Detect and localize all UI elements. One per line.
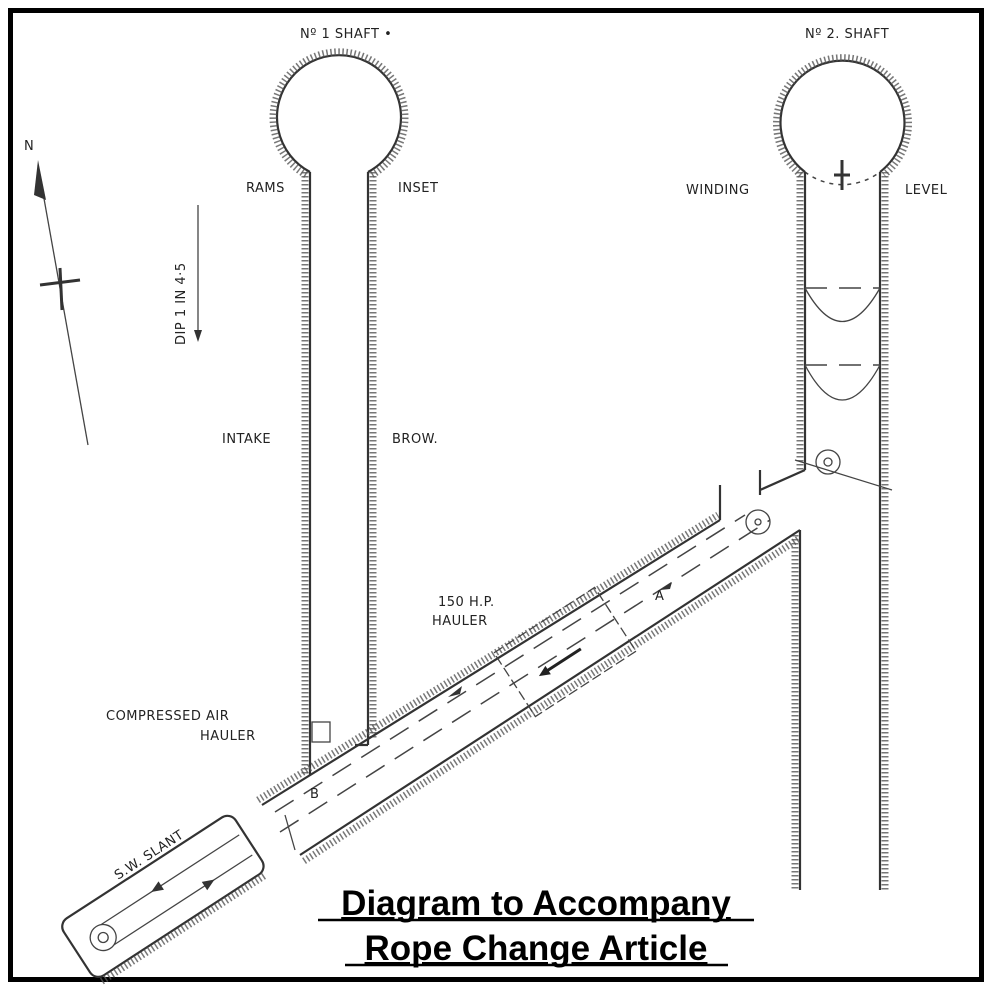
compressed-air-label-line2: HAULER [200, 729, 256, 744]
brow-label: BROW. [392, 432, 438, 447]
shaft-2-label: Nº 2. SHAFT [805, 27, 889, 42]
point-b-label: B [310, 787, 319, 802]
level-label: LEVEL [905, 183, 948, 198]
winding-label: WINDING [686, 183, 750, 198]
hauler-150hp-box [493, 586, 637, 718]
north-arrow-icon [34, 160, 89, 446]
diagram-frame [8, 8, 984, 982]
shaft-2 [773, 54, 912, 890]
intake-label: INTAKE [222, 432, 271, 447]
compressed-air-hauler-box [311, 721, 331, 743]
hauler-150hp-label-line1: 150 H.P. [438, 595, 495, 610]
rams-label: RAMS [246, 181, 285, 196]
sw-slant-label: S.W. SLANT [112, 828, 187, 884]
caption-line-2: Rope Change Article [365, 929, 708, 968]
point-a-label: A [655, 589, 664, 604]
shaft-1 [269, 48, 409, 775]
dip-label: DIP 1 IN 4·5 [174, 262, 189, 345]
caption-line-1: Diagram to Accompany [341, 884, 731, 923]
north-label: N [24, 139, 34, 154]
main-slant-road [256, 468, 806, 864]
dip-arrow-icon [194, 205, 202, 342]
hauler-150hp-label-line2: HAULER [432, 614, 488, 629]
inset-label: INSET [398, 181, 438, 196]
compressed-air-label-line1: COMPRESSED AIR [106, 709, 229, 724]
shaft-1-label: Nº 1 SHAFT • [300, 27, 392, 42]
